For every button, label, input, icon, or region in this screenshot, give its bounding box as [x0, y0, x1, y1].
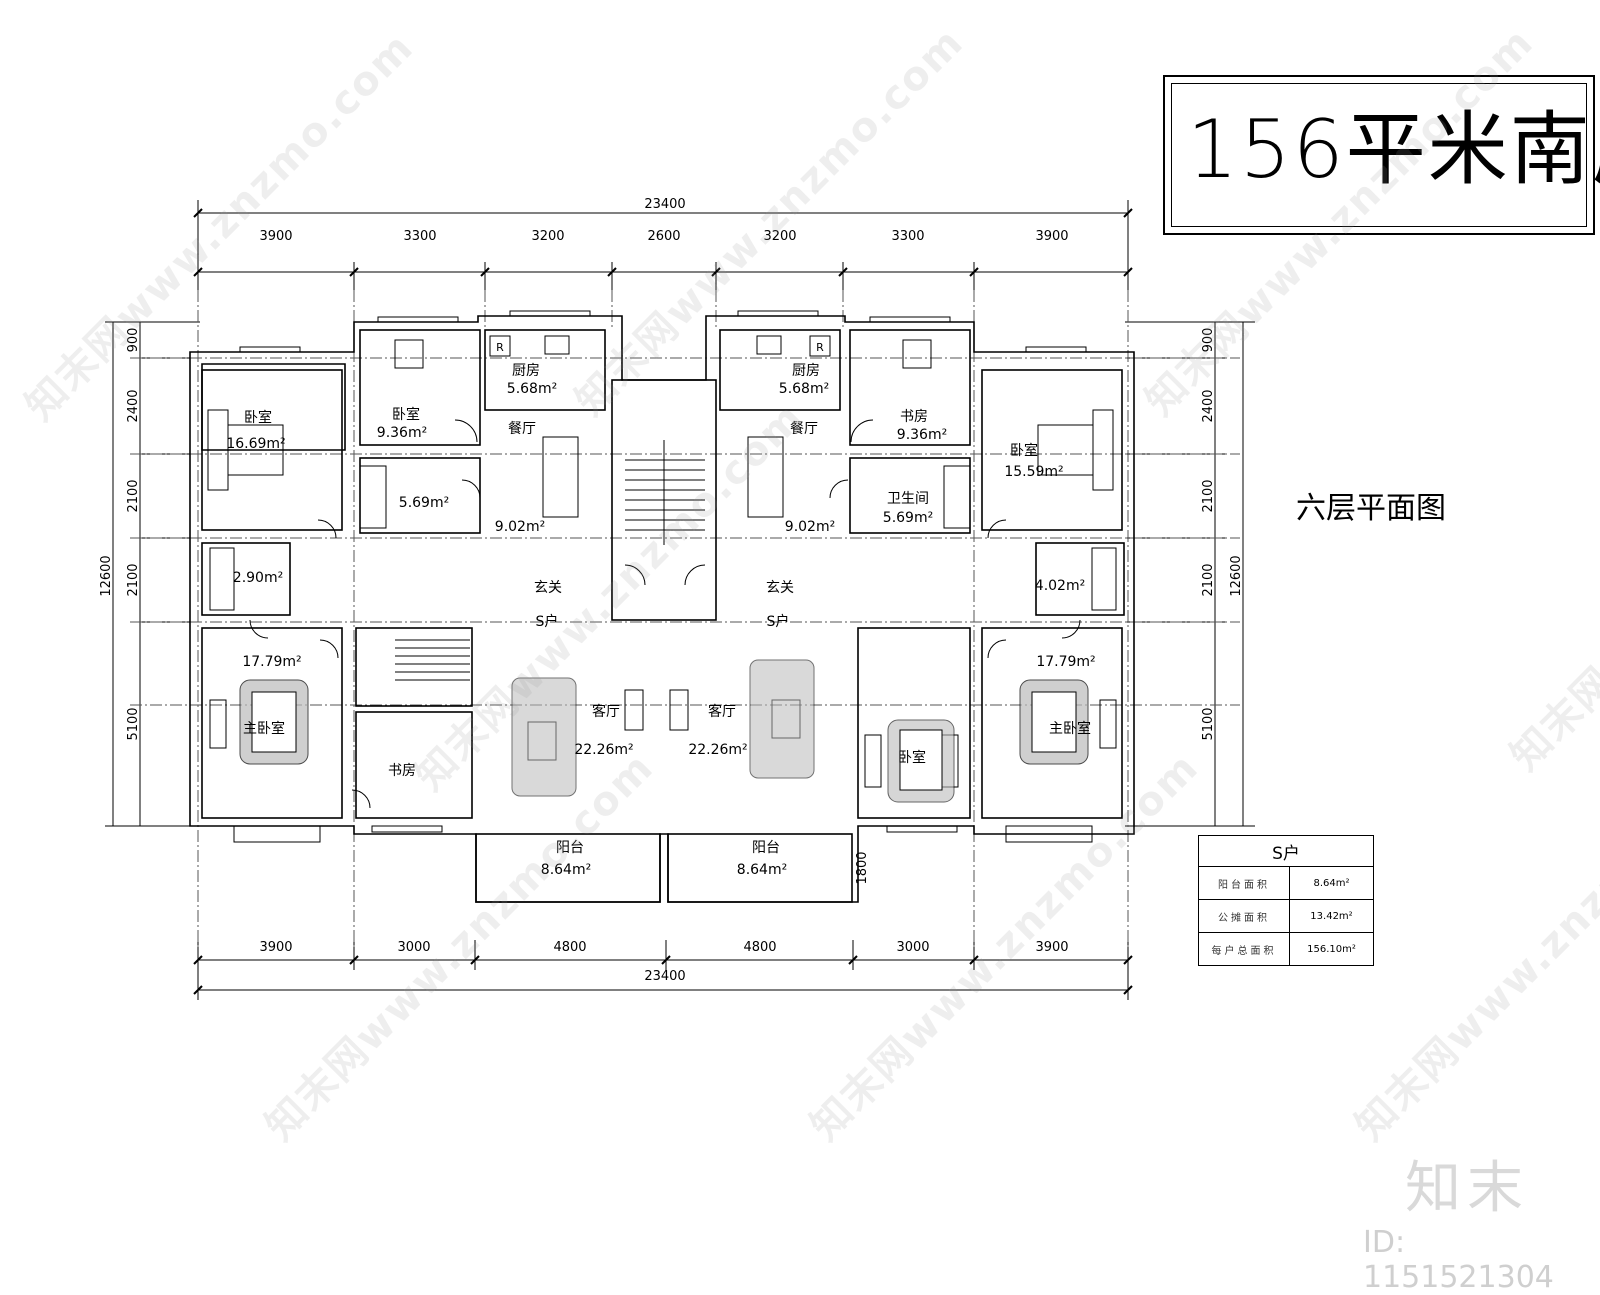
brand-logo: 知末 — [1405, 1156, 1529, 1221]
fridge-r-label: R — [816, 341, 824, 354]
table-cell-label: 公摊面积 — [1198, 899, 1290, 933]
dim-left-4: 2100 — [126, 563, 141, 596]
room-l-kitchen: 厨房 — [512, 363, 540, 379]
dim-top-2: 3300 — [403, 229, 436, 244]
room-l-balcony-area: 8.64m² — [541, 862, 591, 878]
table-cell-value: 156.10m² — [1289, 932, 1374, 966]
room-r-master: 主卧室 — [1049, 720, 1091, 737]
room-l-unit: S户 — [536, 613, 559, 630]
table-row: 每户总面积 156.10m² — [1198, 932, 1374, 966]
room-l-bed2-area: 9.36m² — [377, 425, 427, 441]
room-r-balcony: 阳台 — [752, 840, 780, 856]
dim-top-5: 3200 — [763, 229, 796, 244]
dim-balcony-depth: 1800 — [855, 851, 870, 884]
dim-right-3: 2100 — [1201, 479, 1216, 512]
room-l-bed-area: 16.69m² — [226, 436, 285, 452]
dim-top-7: 3900 — [1035, 229, 1068, 244]
room-r-bed-area: 15.59m² — [1004, 464, 1063, 480]
dim-right-2: 2400 — [1201, 389, 1216, 422]
dim-left-1: 900 — [126, 328, 141, 353]
dim-left-2: 2400 — [126, 389, 141, 422]
room-r-living: 客厅 — [708, 703, 736, 720]
room-r-living-area: 22.26m² — [688, 742, 747, 758]
table-row: 阳台面积 8.64m² — [1198, 866, 1374, 900]
dim-bottom-6: 3900 — [1035, 940, 1068, 955]
room-r-bed: 卧室 — [1010, 442, 1038, 459]
room-r-master-area: 17.79m² — [1036, 654, 1095, 670]
area-table: S户 阳台面积 8.64m² 公摊面积 13.42m² 每户总面积 156.10… — [1198, 835, 1374, 966]
room-l-master-area: 17.79m² — [242, 654, 301, 670]
dim-top-3: 3200 — [531, 229, 564, 244]
title-box: 156平米南厅 — [1163, 75, 1600, 235]
room-r-kitchen: 厨房 — [792, 363, 820, 379]
room-l-foyer: 玄关 — [534, 579, 562, 596]
dim-top-4: 2600 — [647, 229, 680, 244]
room-l-bed: 卧室 — [244, 409, 272, 426]
room-r-study-area: 9.36m² — [897, 427, 947, 443]
room-l-living: 客厅 — [592, 703, 620, 720]
room-l-living-area: 22.26m² — [574, 742, 633, 758]
room-r-bath2-area: 4.02m² — [1035, 578, 1085, 594]
dim-top-6: 3300 — [891, 229, 924, 244]
room-r-bed2: 卧室 — [898, 749, 926, 766]
dim-right-4: 2100 — [1201, 563, 1216, 596]
room-l-kitchen-area: 5.68m² — [507, 381, 557, 397]
room-l-balcony: 阳台 — [556, 840, 584, 856]
table-cell-label: 阳台面积 — [1198, 866, 1290, 900]
image-id: ID: 1151521304 — [1363, 1225, 1554, 1295]
page-title: 156平米南厅 — [1187, 103, 1600, 196]
room-r-bath-area: 5.69m² — [883, 510, 933, 526]
dim-total-bottom: 23400 — [644, 969, 685, 984]
fridge-l-label: R — [496, 341, 504, 354]
room-r-dining: 餐厅 — [790, 421, 818, 437]
room-r-kitchen-area: 5.68m² — [779, 381, 829, 397]
room-r-dining-area: 9.02m² — [785, 519, 835, 535]
room-l-bed2: 卧室 — [392, 406, 420, 423]
room-l-master: 主卧室 — [243, 720, 285, 737]
dim-total-top: 23400 — [644, 197, 685, 212]
room-r-foyer: 玄关 — [766, 579, 794, 596]
table-row: 公摊面积 13.42m² — [1198, 899, 1374, 933]
room-r-unit: S户 — [767, 613, 790, 630]
table-cell-value: 13.42m² — [1289, 899, 1374, 933]
dim-top-1: 3900 — [259, 229, 292, 244]
area-table-header: S户 — [1198, 835, 1374, 867]
dim-left-total: 12600 — [99, 555, 114, 596]
table-cell-value: 8.64m² — [1289, 866, 1374, 900]
dim-bottom-2: 3000 — [397, 940, 430, 955]
room-l-bath-area: 5.69m² — [399, 495, 449, 511]
dim-bottom-3: 4800 — [553, 940, 586, 955]
dim-left-5: 5100 — [126, 707, 141, 740]
room-r-study: 书房 — [900, 409, 928, 425]
table-cell-label: 每户总面积 — [1198, 932, 1290, 966]
dim-bottom-4: 4800 — [743, 940, 776, 955]
dim-right-total: 12600 — [1229, 555, 1244, 596]
room-r-balcony-area: 8.64m² — [737, 862, 787, 878]
dim-left-3: 2100 — [126, 479, 141, 512]
plan-subtitle: 六层平面图 — [1296, 491, 1446, 526]
room-l-dining-area: 9.02m² — [495, 519, 545, 535]
room-l-dining: 餐厅 — [508, 421, 536, 437]
dim-right-1: 900 — [1201, 328, 1216, 353]
room-r-bath: 卫生间 — [887, 491, 929, 507]
dim-right-5: 5100 — [1201, 707, 1216, 740]
dim-bottom-1: 3900 — [259, 940, 292, 955]
room-l-bath2-area: 2.90m² — [233, 570, 283, 586]
dim-bottom-5: 3000 — [896, 940, 929, 955]
room-l-study: 书房 — [388, 763, 416, 779]
